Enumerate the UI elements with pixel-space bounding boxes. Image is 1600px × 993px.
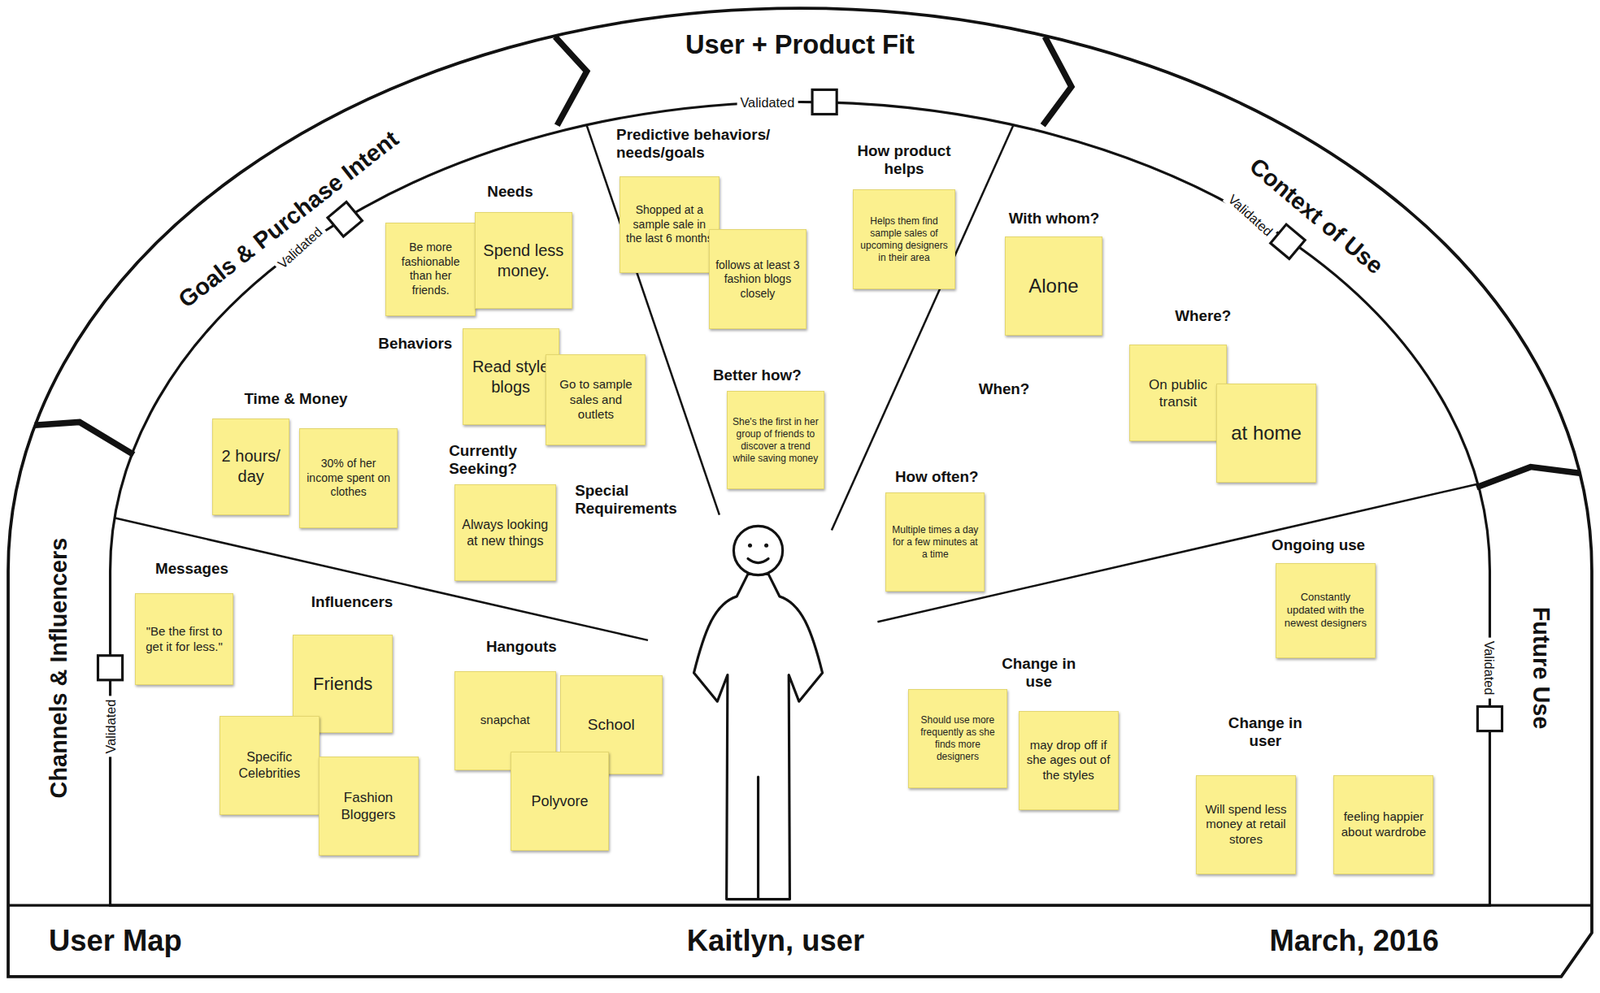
sticky-note: Constantly updated with the newest desig… [1275, 563, 1376, 659]
note-text: Go to sample sales and outlets [551, 377, 640, 423]
section-heading: When? [978, 381, 1031, 400]
validated-label: Validated [736, 94, 798, 110]
band-title: Future Use [1527, 607, 1555, 731]
section-heading: Change in user [1217, 715, 1314, 751]
note-text: feeling happier about wardrobe [1339, 809, 1428, 841]
note-text: Polyvore [530, 792, 588, 812]
band-separator [1043, 36, 1072, 126]
section-heading: Influencers [311, 593, 393, 612]
note-text: Will spend less money at retail stores [1201, 802, 1291, 848]
outer-arch [8, 8, 1592, 978]
section-heading: Special Requirements [574, 482, 703, 518]
band-separator [34, 421, 135, 455]
note-text: 30% of her income spent on clothes [304, 456, 393, 500]
note-text: at home [1230, 421, 1302, 446]
sticky-note: Go to sample sales and outlets [545, 354, 646, 447]
section-heading: Messages [155, 560, 229, 579]
section-heading: How often? [895, 469, 979, 487]
sticky-note: 2 hours/ day [212, 418, 290, 516]
note-text: Friends [313, 673, 373, 696]
section-heading: With whom? [1008, 209, 1100, 228]
validated-label: Validated [1482, 638, 1498, 700]
figure-eye [764, 543, 769, 548]
sticky-note: Alone [1004, 236, 1102, 336]
section-heading: Predictive behaviors/ needs/goals [616, 126, 800, 161]
note-text: Shopped at a sample sale in the last 6 m… [625, 203, 714, 247]
inner-arch [110, 101, 1491, 906]
section-heading: Currently Seeking? [448, 442, 552, 478]
sticky-note: 30% of her income spent on clothes [299, 428, 399, 529]
checkbox [327, 202, 362, 237]
note-text: Always looking at new things [460, 517, 552, 550]
footer-text: March, 2016 [1269, 925, 1439, 960]
note-text: Alone [1028, 273, 1079, 299]
note-text: Read style blogs [468, 356, 554, 398]
sticky-note: Read style blogs [462, 328, 560, 426]
band-separator [555, 36, 587, 126]
sticky-note: She's the first in her group of friends … [726, 391, 825, 491]
note-text: School [587, 715, 635, 735]
sticky-note: at home [1216, 383, 1317, 483]
section-heading: Where? [1174, 307, 1231, 326]
section-heading: Ongoing use [1271, 537, 1366, 556]
sector-divider [586, 125, 720, 515]
sticky-note: Shopped at a sample sale in the last 6 m… [619, 176, 720, 274]
sticky-note: Helps them find sample sales of upcoming… [852, 189, 956, 290]
band-title: User + Product Fit [685, 29, 915, 61]
figure-body [693, 573, 822, 900]
note-text: She's the first in her group of friends … [732, 416, 819, 466]
band-title: Channels & Influencers [45, 538, 73, 800]
checkbox [812, 89, 837, 114]
note-text: Be more fashionable than her friends. [391, 240, 470, 298]
sticky-note: Multiple times a day for a few minutes a… [885, 492, 985, 592]
sector-divider [831, 125, 1014, 531]
note-text: Should use more frequently as she finds … [913, 714, 1002, 764]
band-separator [1476, 467, 1580, 488]
section-heading: Better how? [713, 366, 802, 385]
sticky-note: Be more fashionable than her friends. [385, 222, 475, 317]
figure-eye [747, 543, 753, 548]
note-text: Spend less money. [480, 240, 567, 282]
sticky-note: Specific Celebrities [219, 716, 320, 816]
sector-divider [877, 484, 1477, 622]
note-text: Specific Celebrities [225, 749, 314, 783]
sticky-note: Will spend less money at retail stores [1195, 775, 1296, 875]
footer-text: Kaitlyn, user [686, 925, 865, 960]
note-text: may drop off if she ages out of the styl… [1024, 738, 1114, 784]
sticky-note: "Be the first to get it for less." [134, 593, 235, 686]
bottom-bar-line [8, 904, 1592, 908]
note-text: 2 hours/ day [217, 446, 284, 487]
section-heading: Time & Money [243, 390, 348, 409]
figure-smile [747, 559, 769, 564]
note-text: Fashion Bloggers [324, 789, 414, 825]
validated-label: Validated [102, 695, 118, 757]
note-text: Multiple times a day for a few minutes a… [891, 524, 979, 561]
sticky-note: Should use more frequently as she finds … [908, 689, 1008, 789]
stick-figure [693, 526, 822, 900]
footer-text: User Map [48, 925, 183, 960]
checkbox [1477, 706, 1502, 731]
note-text: snapchat [480, 713, 531, 729]
note-text: Helps them find sample sales of upcoming… [858, 215, 950, 265]
note-text: On public transit [1134, 376, 1221, 412]
note-text: "Be the first to get it for less." [140, 624, 229, 656]
checkbox [97, 656, 122, 681]
note-text: follows at least 3 fashion blogs closely [714, 258, 800, 302]
sticky-note: feeling happier about wardrobe [1333, 775, 1434, 875]
note-text: Constantly updated with the newest desig… [1281, 591, 1370, 631]
sticky-note: Fashion Bloggers [318, 756, 419, 857]
section-heading: How product helps [847, 142, 961, 178]
section-heading: Change in use [992, 656, 1085, 692]
sticky-note: Spend less money. [474, 212, 573, 309]
sticky-note: Always looking at new things [454, 484, 557, 582]
sticky-note: Polyvore [510, 752, 610, 852]
sticky-note: follows at least 3 fashion blogs closely [708, 229, 806, 330]
figure-head [733, 526, 783, 575]
sticky-note: On public transit [1129, 344, 1227, 442]
section-heading: Behaviors [378, 334, 453, 353]
sticky-note: may drop off if she ages out of the styl… [1018, 711, 1119, 811]
section-heading: Needs [486, 182, 533, 201]
section-heading: Hangouts [486, 638, 557, 657]
